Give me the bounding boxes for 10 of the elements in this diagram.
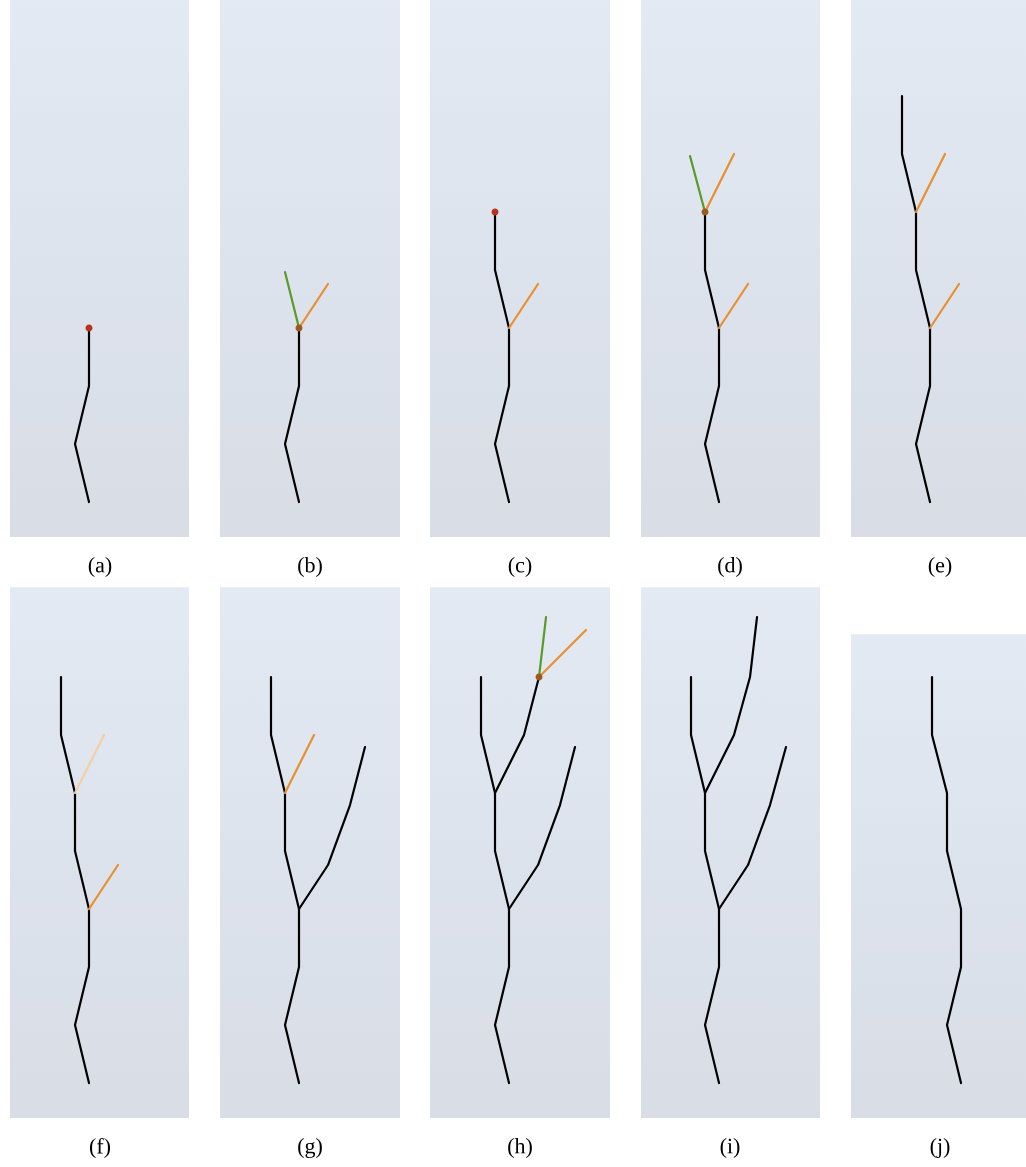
panel-label: (a)	[88, 557, 112, 577]
panel-label: (g)	[298, 1138, 322, 1158]
panel-label: (e)	[928, 557, 952, 577]
panel-label: (j)	[930, 1138, 950, 1158]
panel-label: (i)	[720, 1138, 740, 1158]
panel-label: (f)	[90, 1137, 111, 1159]
panel-label: (h)	[508, 1138, 532, 1158]
panel-label: (b)	[298, 557, 322, 577]
panel-label: (c)	[508, 557, 532, 577]
panel-label: (d)	[718, 557, 742, 577]
